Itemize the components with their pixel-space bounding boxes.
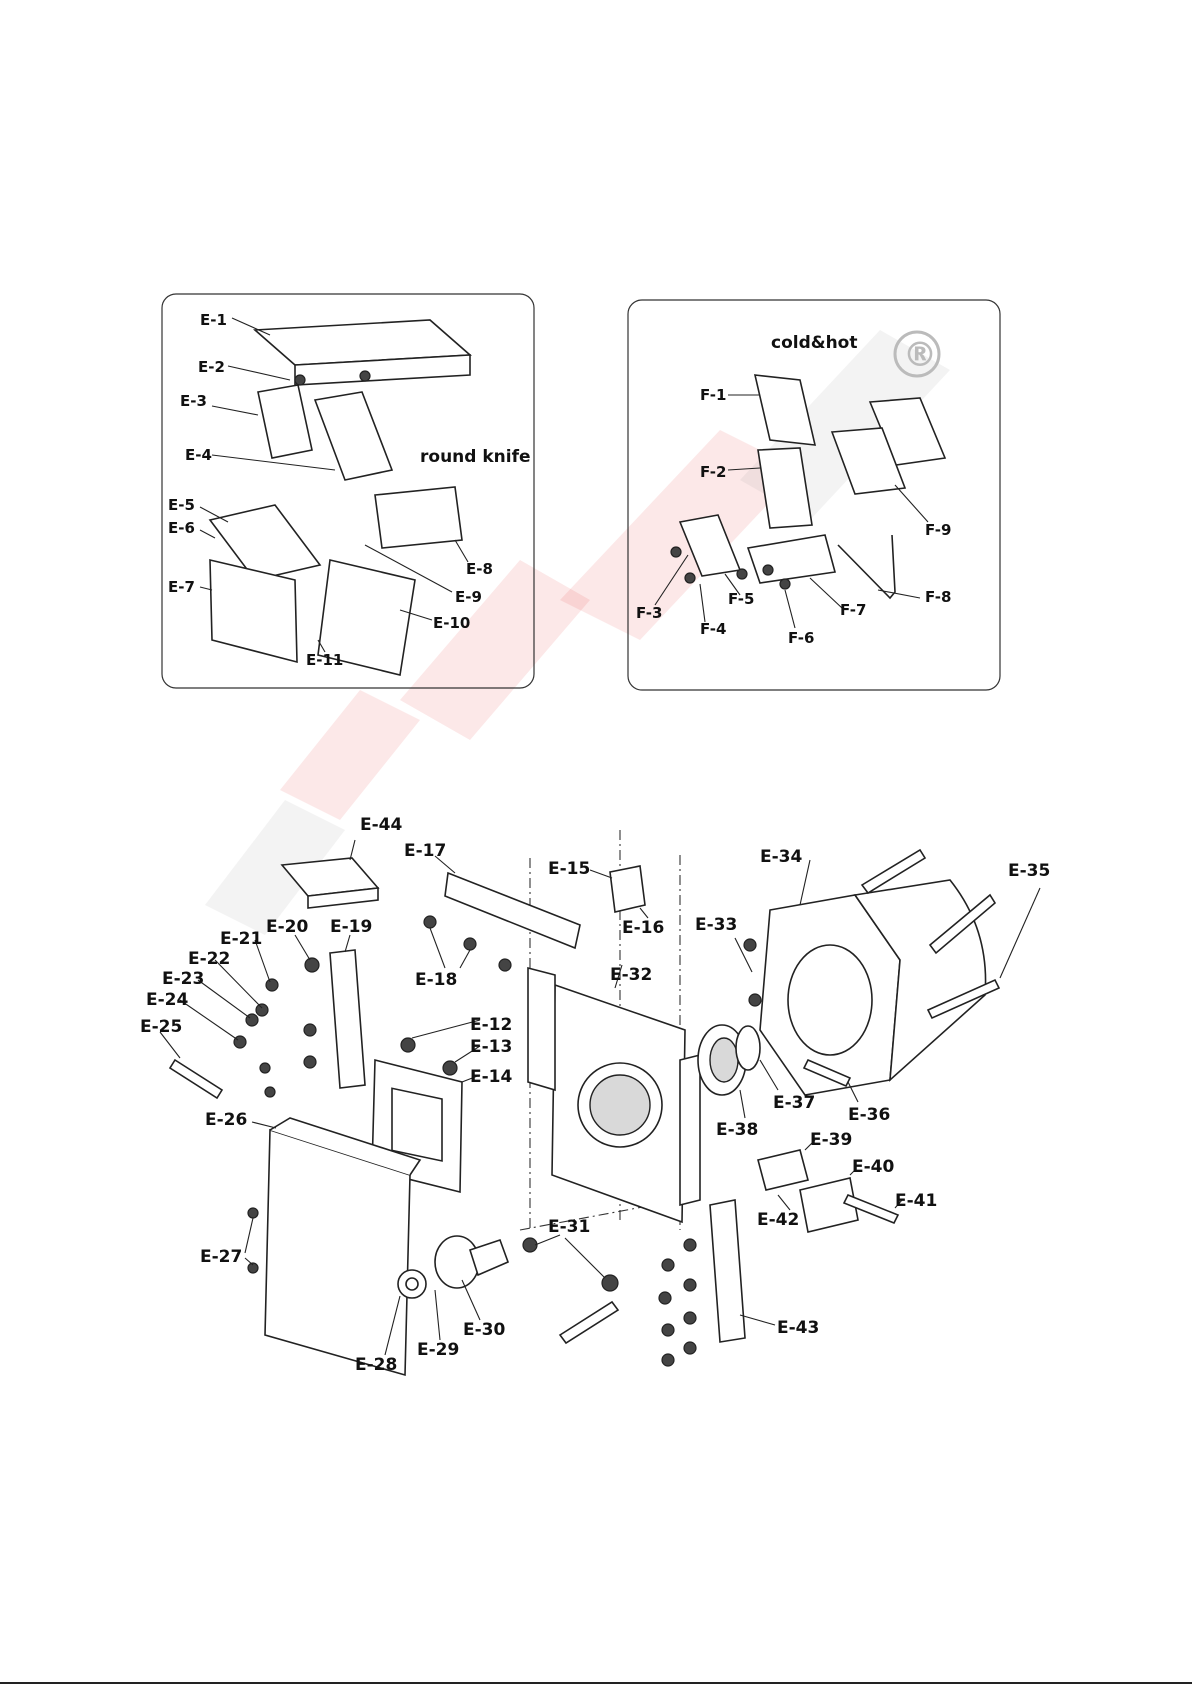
label-e38: E-38	[716, 1120, 758, 1140]
label-e12: E-12	[470, 1015, 512, 1035]
label-e29: E-29	[417, 1340, 459, 1360]
label-e37: E-37	[773, 1093, 815, 1113]
part-e3-blade	[258, 385, 312, 458]
label-e28: E-28	[355, 1355, 397, 1375]
label-e15: E-15	[548, 859, 590, 879]
label-e3: E-3	[180, 392, 207, 410]
label-e42: E-42	[757, 1210, 799, 1230]
label-e34: E-34	[760, 847, 802, 867]
label-e7: E-7	[168, 578, 195, 596]
label-f2: F-2	[700, 463, 726, 481]
label-e27: E-27	[200, 1247, 242, 1267]
label-f1: F-1	[700, 386, 726, 404]
label-e32: E-32	[610, 965, 652, 985]
label-f3: F-3	[636, 604, 662, 622]
label-e24: E-24	[146, 990, 188, 1010]
label-f6: F-6	[788, 629, 814, 647]
part-e15-bracket	[610, 866, 645, 912]
label-e6: E-6	[168, 519, 195, 537]
label-e26: E-26	[205, 1110, 247, 1130]
label-e41: E-41	[895, 1191, 937, 1211]
label-e21: E-21	[220, 929, 262, 949]
label-e9: E-9	[455, 588, 482, 606]
label-e1: E-1	[200, 311, 227, 329]
label-e40: E-40	[852, 1157, 894, 1177]
label-e8: E-8	[466, 560, 493, 578]
part-e19-bar	[330, 950, 365, 1088]
label-e4: E-4	[185, 446, 212, 464]
part-e8-block	[375, 487, 462, 548]
label-e11: E-11	[306, 651, 343, 669]
part-f7	[748, 535, 835, 583]
label-e35: E-35	[1008, 861, 1050, 881]
part-e30-shaft	[435, 1236, 479, 1288]
label-e36: E-36	[848, 1105, 890, 1125]
label-e20: E-20	[266, 917, 308, 937]
label-e18: E-18	[415, 970, 457, 990]
part-e37-ring	[736, 1026, 760, 1070]
label-e2: E-2	[198, 358, 225, 376]
label-e10: E-10	[433, 614, 470, 632]
label-f9: F-9	[925, 521, 951, 539]
label-e31: E-31	[548, 1217, 590, 1237]
watermark: ®	[205, 330, 950, 935]
label-f8: F-8	[925, 588, 951, 606]
label-e16: E-16	[622, 918, 664, 938]
label-e43: E-43	[777, 1318, 819, 1338]
part-e4-blade	[315, 392, 392, 480]
label-f4: F-4	[700, 620, 726, 638]
panel-round-knife-caption: round knife	[420, 447, 531, 467]
label-e5: E-5	[168, 496, 195, 514]
panel-cold-hot-caption: cold&hot	[771, 333, 858, 353]
label-e23: E-23	[162, 969, 204, 989]
part-f1	[755, 375, 815, 445]
part-e25-bolt	[170, 1060, 222, 1098]
label-e30: E-30	[463, 1320, 505, 1340]
part-e39-block	[758, 1150, 808, 1190]
label-e19: E-19	[330, 917, 372, 937]
label-e17: E-17	[404, 841, 446, 861]
part-e17-rail	[445, 873, 580, 948]
part-f8	[838, 535, 895, 598]
label-e39: E-39	[810, 1130, 852, 1150]
label-e14: E-14	[470, 1067, 512, 1087]
label-e33: E-33	[695, 915, 737, 935]
part-e7-plate	[210, 560, 297, 662]
label-e22: E-22	[188, 949, 230, 969]
part-e31-bolt	[560, 1302, 618, 1343]
label-e25: E-25	[140, 1017, 182, 1037]
label-f5: F-5	[728, 590, 754, 608]
label-f7: F-7	[840, 601, 866, 619]
label-e44: E-44	[360, 815, 402, 835]
label-e13: E-13	[470, 1037, 512, 1057]
part-e43-bar	[710, 1200, 745, 1342]
registered-mark: ®	[903, 335, 937, 375]
